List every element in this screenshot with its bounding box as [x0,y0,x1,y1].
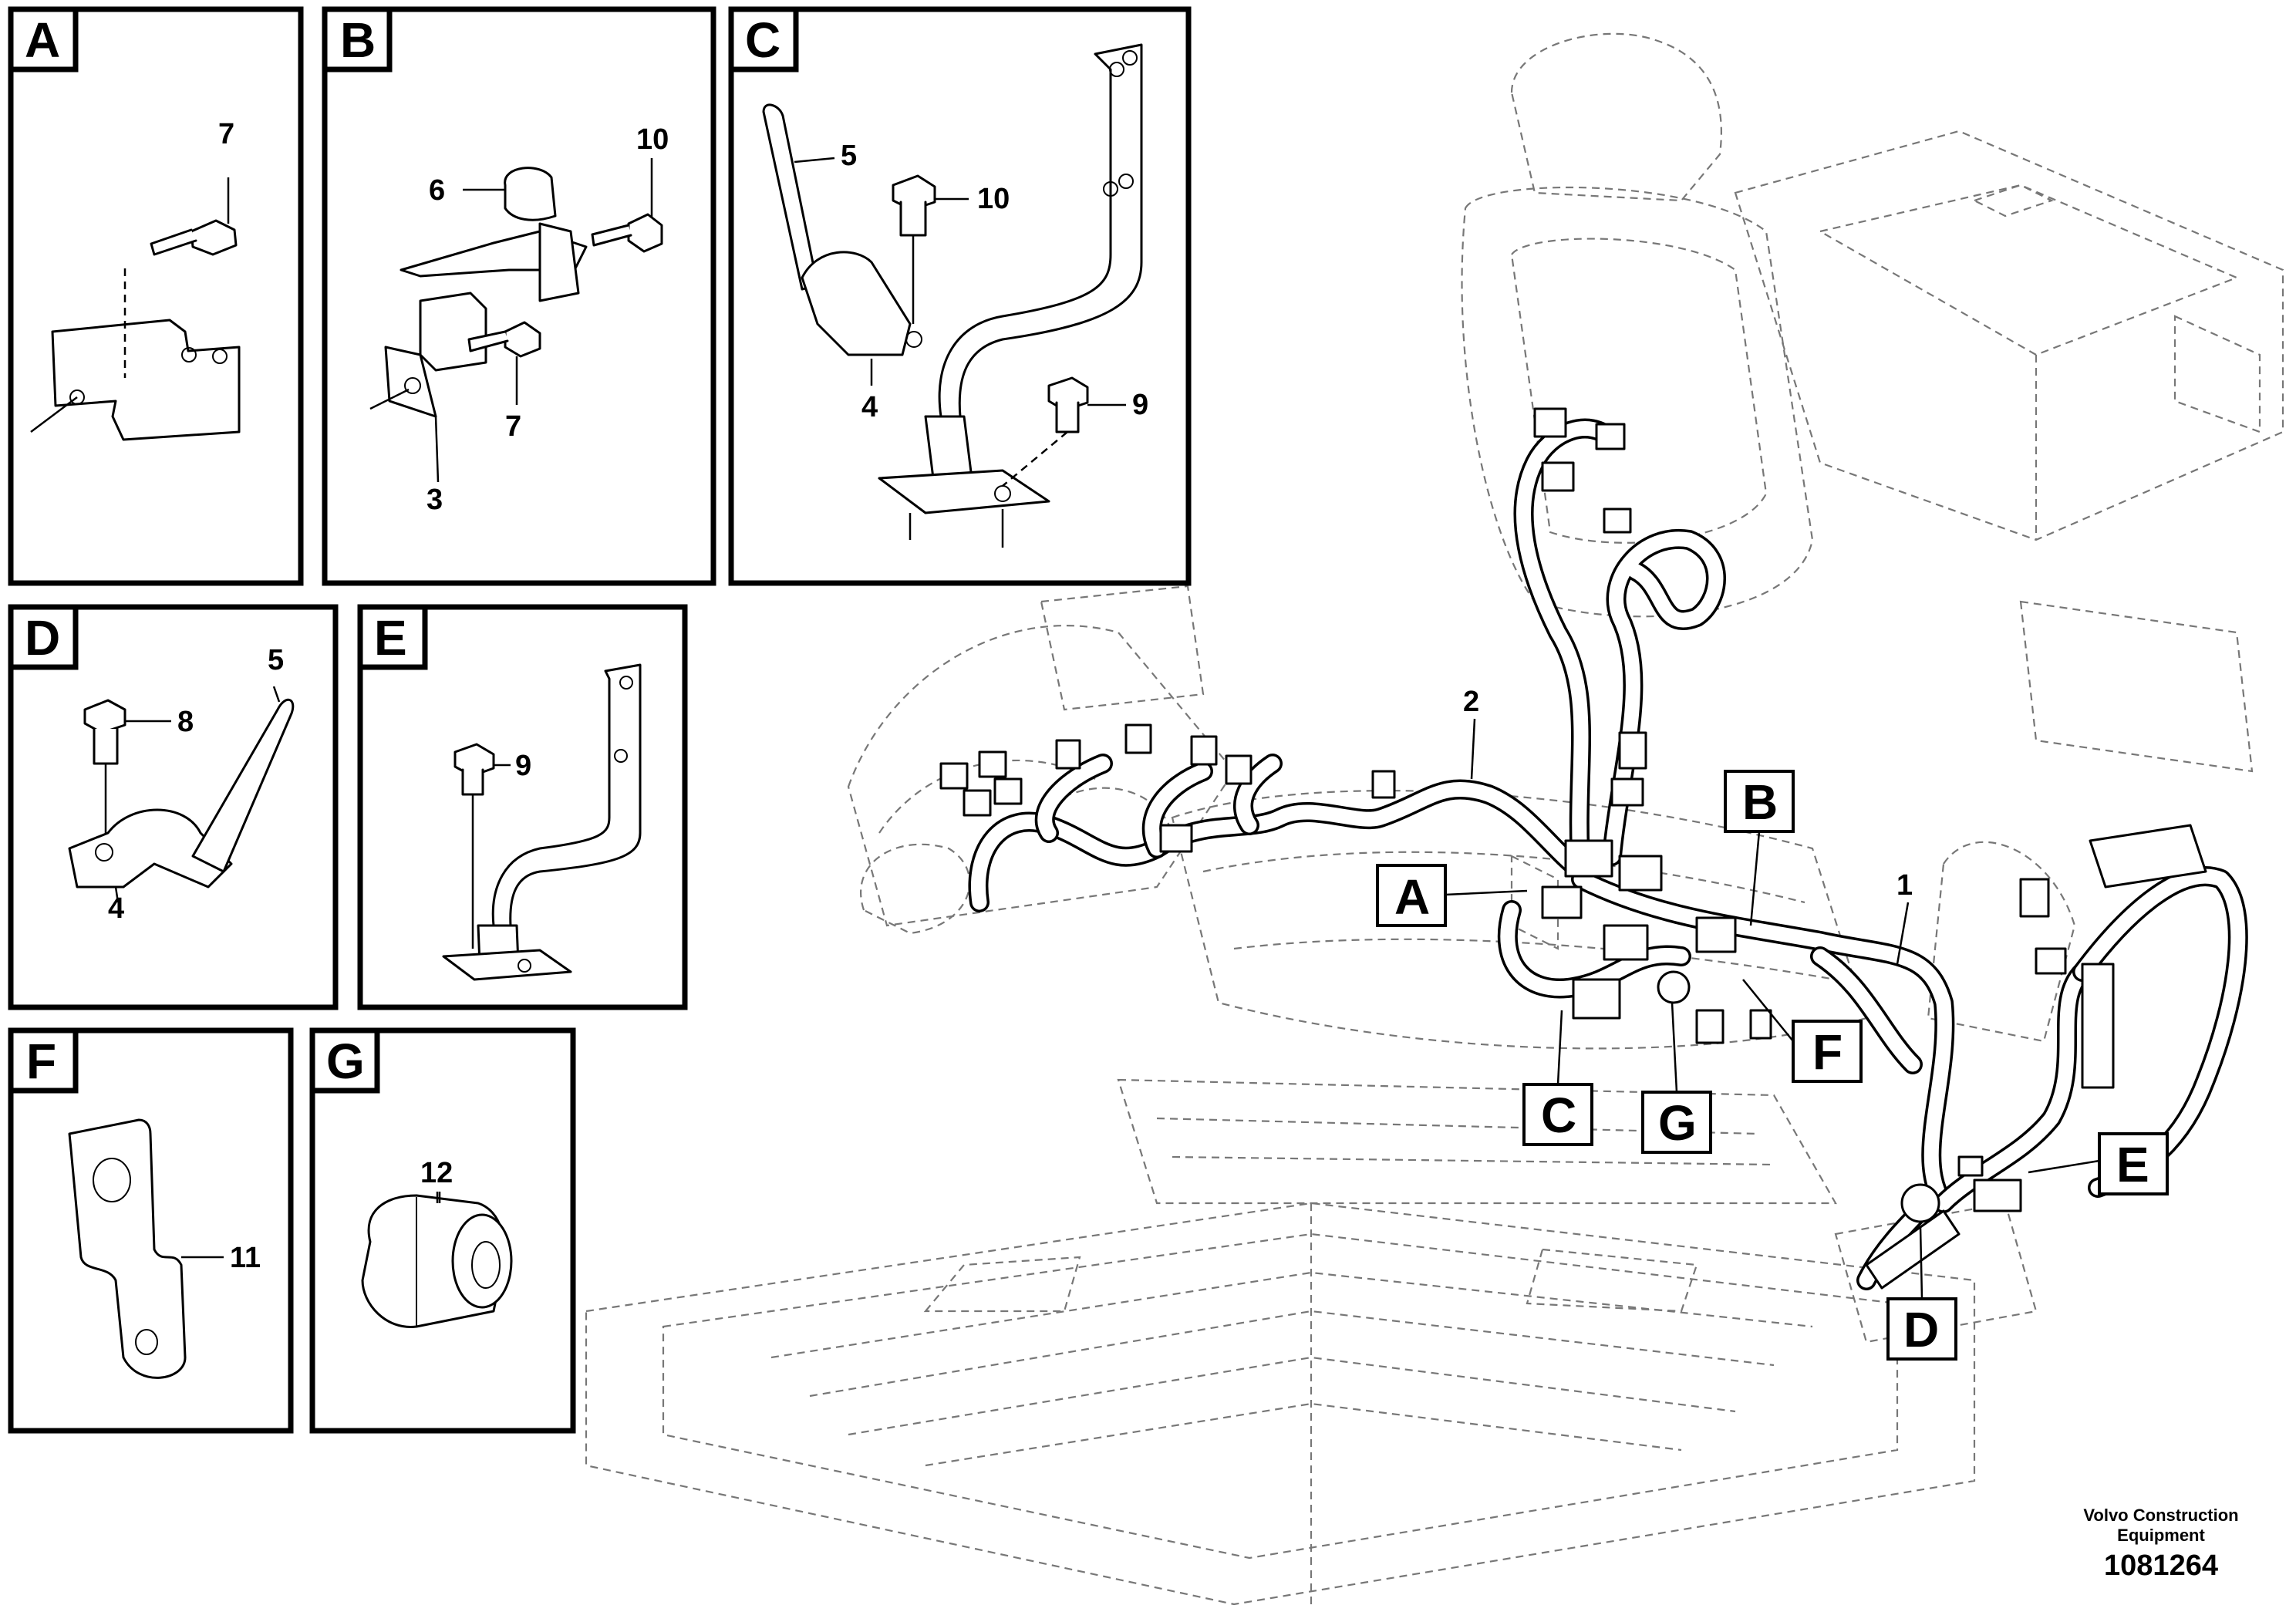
callout-3: 3 [426,484,443,516]
callout-6: 6 [429,174,445,207]
svg-text:G: G [1658,1095,1697,1151]
detail-panel-c: C 5 4 10 9 [728,6,1192,586]
panel-letter: D [25,610,60,666]
callout-10: 10 [636,123,669,156]
footer: Volvo Construction Equipment 1081264 [2083,1506,2238,1582]
callout-4: 4 [861,391,878,423]
panel-letter: F [26,1034,56,1089]
callout-1: 1 [1896,869,1913,902]
seat-and-frame-outline [585,32,2284,1606]
detail-panel-a: A 7 [8,6,304,586]
detail-panel-b: B 6 10 3 7 [322,6,716,586]
tag-C: C [1522,1010,1593,1146]
tag-B: B [1724,770,1795,926]
svg-text:C: C [1541,1088,1576,1143]
svg-text:A: A [1394,869,1430,925]
company-name-line1: Volvo Construction [2083,1506,2238,1525]
wiring-harness [939,407,2248,1290]
figure-number: 1081264 [2104,1549,2218,1582]
detail-panel-d: D 8 5 4 [8,604,339,1010]
callout-5: 5 [841,140,857,172]
svg-text:D: D [1903,1302,1939,1357]
callout-11: 11 [230,1242,261,1274]
detail-panel-g: G 12 [309,1027,576,1434]
callout-7: 7 [505,410,521,443]
callout-10: 10 [977,183,1010,215]
panel-letter: A [25,12,60,68]
panel-letter: C [745,12,781,68]
panel-letter: B [340,12,376,68]
company-name-line2: Equipment [2117,1526,2205,1545]
detail-panel-e: E 9 [357,604,688,1010]
main-location-tags: A B C G F E D [1376,770,2169,1361]
callout-4: 4 [108,892,124,925]
callout-9: 9 [515,750,531,782]
tag-E: E [2028,1132,2169,1195]
detail-panel-f: F 11 [8,1027,294,1434]
tag-G: G [1641,1002,1712,1154]
tag-D: D [1886,1226,1957,1361]
callout-2: 2 [1463,686,1479,718]
callout-7: 7 [218,118,234,150]
callout-5: 5 [268,644,284,676]
callout-12: 12 [420,1157,453,1189]
tag-A: A [1376,864,1528,927]
tag-F: F [1742,979,1863,1083]
panel-letter: E [374,610,407,666]
svg-text:B: B [1742,774,1778,830]
main-callouts: 2 1 [1463,686,1913,965]
svg-text:E: E [2116,1137,2149,1192]
panel-letter: G [326,1034,365,1089]
callout-9: 9 [1132,389,1148,421]
svg-text:F: F [1812,1024,1843,1080]
callout-8: 8 [177,706,194,738]
